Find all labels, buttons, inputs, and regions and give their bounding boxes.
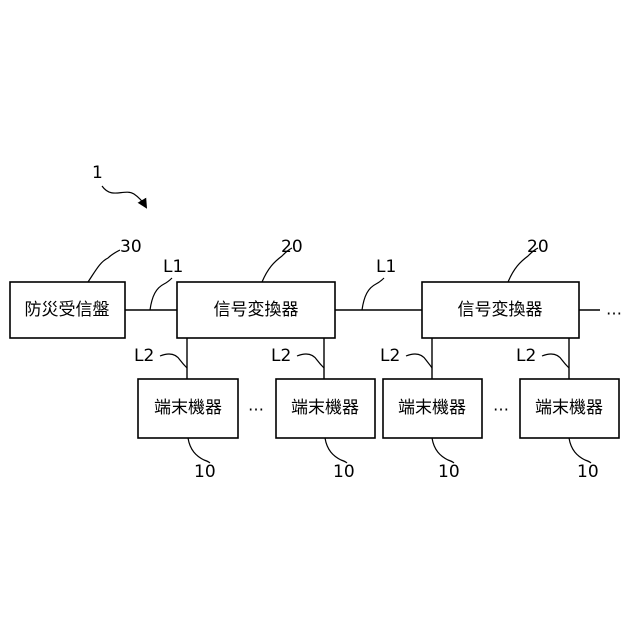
converter-1-label: 信号変換器 bbox=[214, 300, 299, 320]
terminal-3-label: 端末機器 bbox=[398, 398, 466, 418]
terminal-2-ref-label: 10 bbox=[333, 462, 355, 482]
signal-converter-1: 信号変換器 bbox=[177, 282, 335, 338]
terminal-1-ref-label: 10 bbox=[194, 462, 216, 482]
terminal-4-ref-leader bbox=[569, 438, 591, 463]
signal-converter-2: 信号変換器 bbox=[422, 282, 579, 338]
l2-label-3: L2 bbox=[380, 346, 400, 366]
terminal-4-ref-label: 10 bbox=[577, 462, 599, 482]
terminal-2-label: 端末機器 bbox=[291, 398, 359, 418]
terminal-2-ref-leader bbox=[325, 438, 347, 463]
l2-leader-4 bbox=[542, 354, 569, 368]
system-ref-label: 1 bbox=[92, 163, 103, 183]
terminal-device-2: 端末機器 bbox=[276, 379, 375, 438]
panel-label: 防災受信盤 bbox=[25, 300, 110, 320]
terminal-device-4: 端末機器 bbox=[520, 379, 619, 438]
terminal-device-3: 端末機器 bbox=[383, 379, 482, 438]
l1-label-1: L1 bbox=[163, 257, 183, 277]
l1-label-2: L1 bbox=[376, 257, 396, 277]
l2-leader-3 bbox=[406, 354, 432, 368]
trailing-ellipsis: … bbox=[606, 300, 622, 319]
l2-label-4: L2 bbox=[516, 346, 536, 366]
terminal-3-ref-leader bbox=[432, 438, 454, 463]
l1-leader-2 bbox=[362, 278, 384, 310]
l2-leader-1 bbox=[160, 354, 187, 368]
terminal-3-ref-label: 10 bbox=[438, 462, 460, 482]
converter-2-ref-label: 20 bbox=[527, 237, 549, 257]
terminal-1-ref-leader bbox=[188, 438, 210, 463]
terminal-4-label: 端末機器 bbox=[535, 398, 603, 418]
l2-label-1: L2 bbox=[134, 346, 154, 366]
l2-leader-2 bbox=[297, 354, 324, 368]
panel-ref-label: 30 bbox=[120, 237, 142, 257]
system-ref-arrow bbox=[102, 186, 146, 207]
l1-leader-1 bbox=[150, 278, 172, 310]
terminal-device-1: 端末機器 bbox=[138, 379, 238, 438]
fire-alarm-panel: 防災受信盤 bbox=[10, 282, 125, 338]
terminal-1-label: 端末機器 bbox=[154, 398, 222, 418]
l2-label-2: L2 bbox=[271, 346, 291, 366]
ellipsis-2: … bbox=[493, 396, 509, 415]
panel-ref-leader bbox=[88, 250, 120, 282]
converter-2-label: 信号変換器 bbox=[458, 300, 543, 320]
converter-1-ref-label: 20 bbox=[281, 237, 303, 257]
ellipsis-1: … bbox=[248, 396, 264, 415]
